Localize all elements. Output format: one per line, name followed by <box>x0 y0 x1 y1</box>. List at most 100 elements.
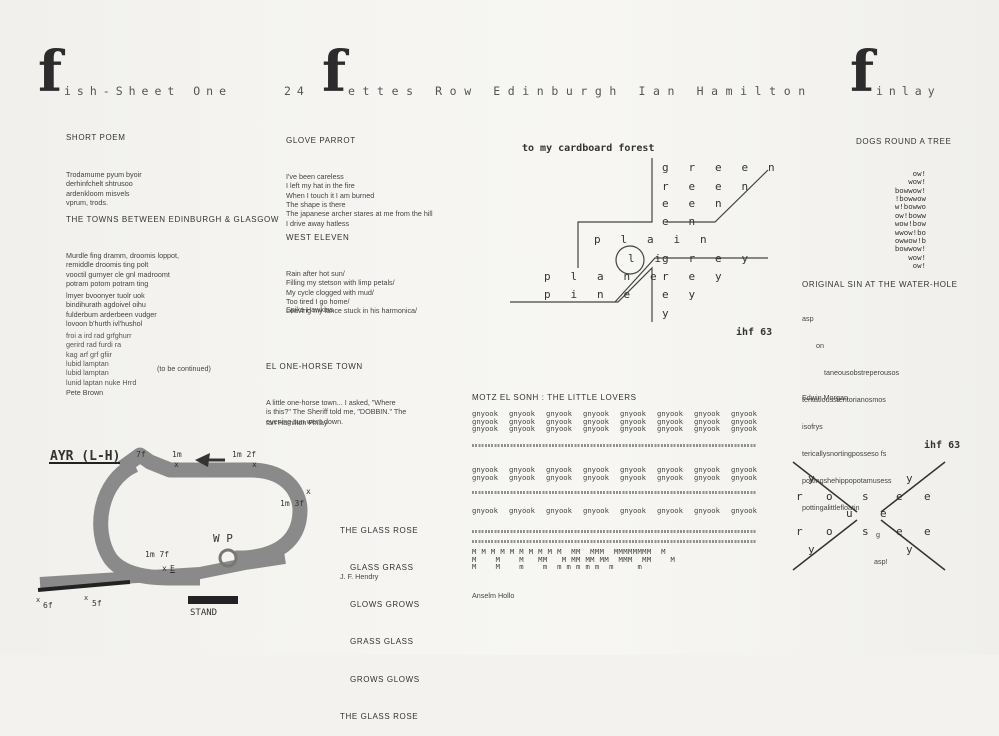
label-1m7f: 1m 7f <box>145 550 170 559</box>
m-line <box>472 540 756 543</box>
cardboard-forest-title: to my cardboard forest <box>522 143 655 154</box>
label-1m2f: 1m 2f <box>232 450 257 459</box>
rose-s-1: s <box>862 490 869 503</box>
row-pine: p i n e <box>544 288 631 301</box>
track-upper <box>117 447 308 566</box>
forest-line-lower-left <box>510 266 653 322</box>
direction-arrow-head <box>195 453 210 467</box>
row-ey: e y <box>662 288 696 301</box>
rose-s-2: s <box>862 525 869 538</box>
rose-line-lower-left <box>792 519 858 571</box>
label-1m-top: 1m <box>172 450 182 459</box>
row-green: g r e e n <box>662 161 775 174</box>
track-left <box>93 458 200 586</box>
row-y: y <box>662 307 669 320</box>
ayr-racecourse-map <box>37 447 308 604</box>
label-5f: 5f <box>92 599 102 608</box>
row-en: e n <box>662 215 696 228</box>
track-straight <box>39 552 286 589</box>
stand-bar <box>188 596 238 604</box>
rose-line-upper-left <box>792 461 858 513</box>
rose-y-4: y <box>906 543 913 556</box>
marker-x-1m2f: x <box>252 460 257 469</box>
paper-background <box>0 0 999 655</box>
rose-y-2: y <box>906 472 913 485</box>
masthead-segment-4: inlay <box>876 84 941 98</box>
one-horse-author: Ian Hamilton Finlay <box>266 418 328 427</box>
rose-y-1: y <box>808 472 815 485</box>
row-plain: p l a i n <box>594 233 707 246</box>
rose-y-3: y <box>808 543 815 556</box>
rose-e-1: e <box>896 490 903 503</box>
rose-signature: ihf 63 <box>924 440 961 451</box>
rose-e-5: e <box>924 525 931 538</box>
row-reen: r e e n <box>662 180 749 193</box>
label-winning-post: W P <box>213 532 233 545</box>
towns-title: THE TOWNS BETWEEN EDINBURGH & GLASGOW <box>66 215 280 224</box>
west-eleven-body: Rain after hot sun/Filling my stetson wi… <box>286 268 418 316</box>
masthead-segment-2: 24 <box>284 84 310 98</box>
row-een: e e n <box>662 197 722 210</box>
m-row-3: M M m m m m m m m m m <box>472 562 643 572</box>
label-e: E <box>170 564 175 573</box>
masthead-segment-3: ettes Row Edinburgh Ian Hamilton <box>348 84 813 98</box>
short-poem-title: SHORT POEM <box>66 133 126 142</box>
one-horse-body: A little one-horse town... I asked, "Whe… <box>266 397 407 426</box>
row-li: l i <box>628 252 662 265</box>
west-eleven-author: Spike Hawkins <box>286 305 334 314</box>
winning-post-circle <box>218 548 238 568</box>
cardboard-forest-lines <box>510 158 769 322</box>
marker-x-1m: x <box>174 460 179 469</box>
rose-e-4: e <box>896 525 903 538</box>
original-sin-author: Edwin Morgan <box>802 393 848 402</box>
label-7f: 7f <box>136 450 146 459</box>
rose-e-3: e <box>880 507 887 520</box>
towns-stanza-1: Murdle fing dramm, droomis loppot,remidd… <box>66 250 180 289</box>
west-eleven-title: WEST ELEVEN <box>286 233 350 242</box>
masthead-f-3: f <box>850 39 875 105</box>
marker-x-1m3f: x <box>306 487 311 496</box>
label-1m3f: 1m 3f <box>280 499 305 508</box>
little-lovers-title: MOTZ EL SONH : THE LITTLE LOVERS <box>472 393 637 402</box>
label-6f: 6f <box>43 601 53 610</box>
original-sin-title: ORIGINAL SIN AT THE WATER-HOLE <box>802 280 958 289</box>
marker-x-5f: x <box>84 594 89 602</box>
original-sin-poem: asp on taneousobstreperousos tentatiouss… <box>802 314 900 566</box>
rose-r-2: r <box>796 525 803 538</box>
dogs-title: DOGS ROUND A TREE <box>856 137 952 146</box>
little-lovers-author: Anselm Hollo <box>472 591 515 600</box>
masthead-f-2: f <box>322 39 347 105</box>
masthead-segment-1: ish-Sheet One <box>64 84 233 98</box>
row-plane: p l a n e <box>544 270 657 283</box>
towns-author: Pete Brown <box>66 388 104 397</box>
m-row-1: M M M M M M M M M M MM MMM MMMMMMMM M <box>472 547 666 556</box>
m-rows: M M M M M M M M M M MM MMM MMMMMMMM M M … <box>472 548 675 571</box>
rose-o-1: o <box>826 490 833 503</box>
m-line <box>472 491 756 494</box>
rose-line-lower-right <box>880 519 946 571</box>
marker-x-6f: x <box>36 596 41 604</box>
forest-line-upper-right <box>665 169 769 223</box>
one-horse-title: EL ONE-HORSE TOWN <box>266 362 363 371</box>
rose-e-2: e <box>924 490 931 503</box>
glass-rose-poem: THE GLASS ROSE GLASS GRASS GLOWS GROWS G… <box>340 525 420 721</box>
ayr-map-title: AYR (L-H) <box>50 449 121 464</box>
row-rey: r e y <box>662 270 722 283</box>
forest-line-lower-right <box>614 257 768 303</box>
rose-diagram-lines <box>792 461 946 571</box>
glove-parrot-title: GLOVE PARROT <box>286 136 356 145</box>
rose-o-2: o <box>826 525 833 538</box>
